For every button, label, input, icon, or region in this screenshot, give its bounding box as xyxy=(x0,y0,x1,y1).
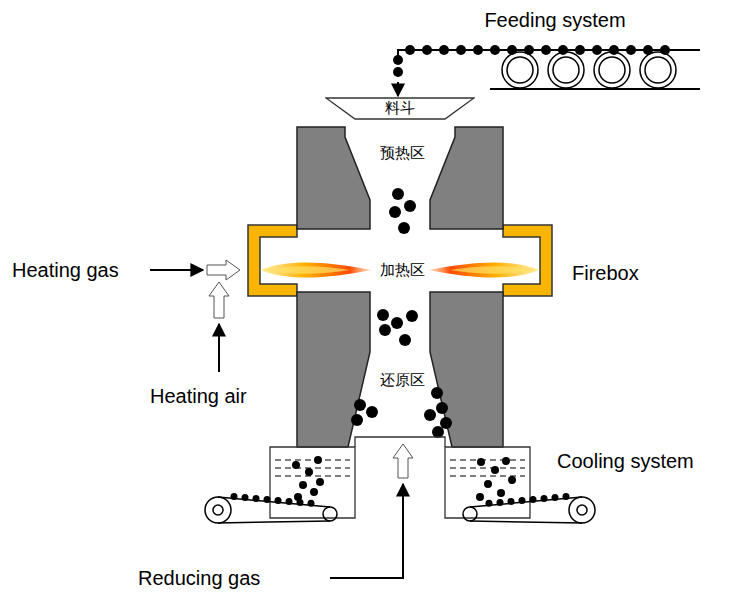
hopper: 料斗 xyxy=(325,97,475,120)
firebox xyxy=(248,225,297,296)
input-label: Reducing gas xyxy=(138,567,260,589)
zone-label: 预热区 xyxy=(378,145,427,162)
feed-conveyor xyxy=(393,45,700,96)
gas-arrows xyxy=(150,260,240,372)
reducing-gas-arrow xyxy=(330,444,413,578)
zone-label: 还原区 xyxy=(378,372,427,389)
part-label: Firebox xyxy=(572,262,639,284)
out-conveyor xyxy=(205,497,595,523)
input-label: Heating air xyxy=(150,385,247,407)
system-label: Feeding system xyxy=(484,9,625,31)
hopper-label: 料斗 xyxy=(325,99,475,118)
system-label: Cooling system xyxy=(557,450,694,472)
conveyed-pellets xyxy=(231,493,570,507)
input-label: Heating gas xyxy=(12,259,119,281)
zone-label: 加热区 xyxy=(378,262,427,279)
cooling-tanks xyxy=(270,437,530,518)
furnace-wall xyxy=(297,127,503,447)
firebox xyxy=(503,225,552,296)
pellets xyxy=(351,188,452,438)
burner-flame xyxy=(260,262,540,277)
